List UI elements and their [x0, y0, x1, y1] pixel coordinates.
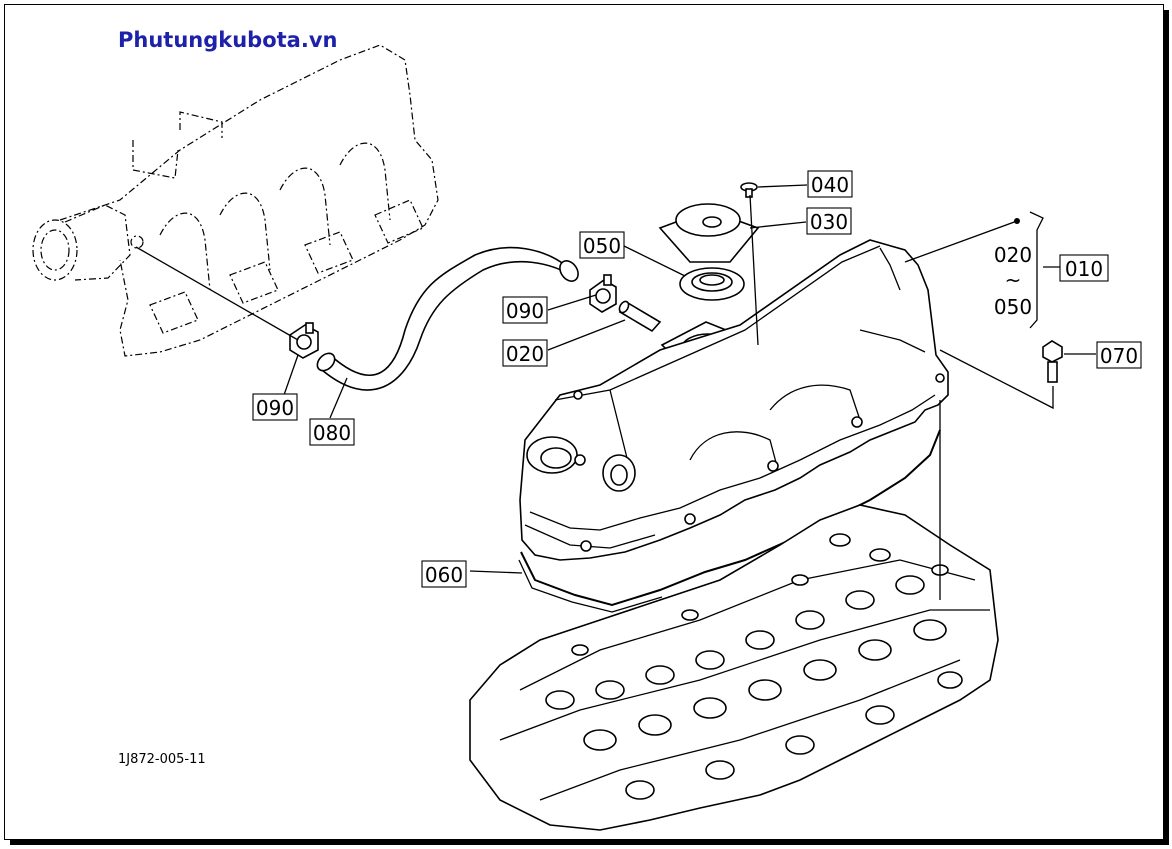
diagram-frame	[4, 4, 1164, 840]
frame-shadow-right	[1164, 10, 1169, 844]
callout-090-right-text: 090	[506, 299, 544, 323]
callout-040-text: 040	[811, 173, 849, 197]
leader-lines	[135, 184, 1096, 600]
callout-020-text: 020	[506, 342, 544, 366]
assembly-range-label: 020 ~ 050	[994, 243, 1032, 319]
callout-020: 020	[502, 339, 548, 367]
screw-040	[740, 182, 758, 198]
range-end-text: 050	[994, 295, 1032, 319]
frame-shadow-bottom	[10, 840, 1169, 845]
callout-080-text: 080	[313, 421, 351, 445]
callout-040: 040	[807, 170, 853, 198]
breather-pipe-020	[618, 300, 662, 333]
callout-090-left: 090	[252, 393, 298, 421]
callout-060: 060	[421, 560, 467, 588]
callout-050-top: 050	[579, 231, 625, 259]
callout-080: 080	[309, 418, 355, 446]
callout-070-text: 070	[1100, 344, 1138, 368]
callout-090-left-text: 090	[256, 396, 294, 420]
bolt-070	[1042, 340, 1063, 383]
hose-clamp-090-left	[289, 322, 319, 359]
intake-manifold-phantom	[32, 44, 439, 357]
range-start-text: 020	[994, 243, 1032, 267]
hose-clamp-090-right	[589, 274, 617, 313]
callout-060-text: 060	[425, 563, 463, 587]
cylinder-head-cover	[519, 239, 949, 561]
breather-cover-030	[658, 203, 760, 263]
callout-030-text: 030	[810, 210, 848, 234]
callout-070: 070	[1096, 341, 1142, 369]
callout-050-text: 050	[583, 234, 621, 258]
range-separator: ~	[1005, 268, 1022, 292]
callout-010-text: 010	[1065, 257, 1103, 281]
callout-090-right: 090	[502, 296, 548, 324]
drawing-code: 1J872-005-11	[118, 752, 206, 767]
breather-hose-080	[316, 246, 579, 391]
callout-010: 010	[1059, 254, 1109, 282]
site-title[interactable]: Phutungkubota.vn	[118, 28, 338, 52]
leader-dot	[1014, 218, 1020, 224]
callout-030: 030	[806, 207, 852, 235]
cover-gasket-060	[518, 429, 941, 613]
diaphragm-050	[679, 267, 745, 301]
